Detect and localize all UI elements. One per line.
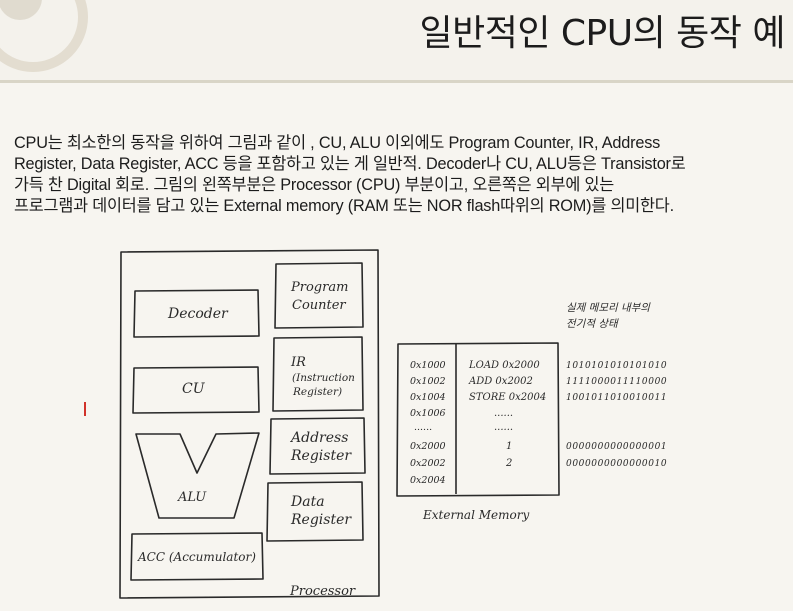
memory-address: 0x1002 — [410, 376, 446, 387]
decoder-box — [133, 289, 260, 338]
bit-row: 1001011010010011 — [566, 393, 667, 403]
actual-state-labels: 실제 메모리 내부의 전기적 상태 — [566, 302, 651, 330]
address-register-label-1: Address — [289, 430, 348, 446]
bit-row: 0000000000000001 — [566, 442, 667, 452]
memory-content: STORE 0x2004 — [469, 392, 546, 403]
memory-address: 0x2004 — [410, 475, 446, 486]
description-line: CPU는 최소한의 동작을 위하여 그림과 같이 , CU, ALU 이외에도 … — [14, 134, 661, 152]
pc-label-2: Counter — [292, 298, 346, 313]
memory-contents: LOAD 0x2000 ADD 0x2002 STORE 0x2004 ....… — [468, 360, 546, 469]
alu-shape — [135, 432, 260, 519]
nav-back-circle[interactable] — [0, 0, 88, 72]
text-cursor — [84, 402, 86, 416]
description-line: Register, Data Register, ACC 등을 포함하고 있는 … — [14, 155, 686, 173]
data-register-box — [266, 481, 364, 542]
bit-row: 1111000011110000 — [566, 377, 667, 387]
memory-address: 0x1006 — [410, 408, 446, 419]
actual-bits: 1010101010101010 1111000011110000 100101… — [566, 361, 667, 469]
slide-header: 일반적인 CPU의 동작 예 — [0, 0, 793, 83]
description-line: 프로그램과 데이터를 담고 있는 External memory (RAM 또는… — [14, 197, 674, 215]
acc-label: ACC (Accumulator) — [137, 550, 256, 564]
memory-box — [396, 342, 560, 497]
processor-box — [119, 249, 380, 599]
cu-box — [132, 366, 260, 414]
memory-content: 1 — [506, 441, 512, 452]
header-divider — [0, 80, 793, 83]
data-register-label-2: Register — [290, 512, 352, 528]
memory-content: ...... — [494, 422, 513, 433]
decoder-label: Decoder — [167, 306, 229, 322]
pc-label-1: Program — [290, 280, 348, 295]
acc-box — [130, 532, 264, 581]
description-line: 가득 찬 Digital 회로. 그림의 왼쪽부분은 Processor (CP… — [14, 176, 615, 194]
memory-address: 0x1000 — [410, 360, 446, 371]
data-register-label-1: Data — [290, 494, 325, 510]
arrow-right-icon — [0, 0, 42, 20]
processor-label: Processor — [289, 584, 356, 599]
memory-addresses: 0x1000 0x1002 0x1004 0x1006 ...... 0x200… — [410, 360, 446, 486]
alu-label: ALU — [177, 490, 207, 505]
ir-label-3: Register) — [292, 386, 342, 398]
memory-address: 0x2002 — [410, 458, 446, 469]
ir-label-2: (Instruction — [292, 372, 355, 384]
pc-box — [274, 262, 364, 329]
memory-content: 2 — [505, 458, 512, 469]
bit-row: 0000000000000010 — [566, 459, 667, 469]
slide-title: 일반적인 CPU의 동작 예 — [419, 13, 786, 54]
memory-content: ADD 0x2002 — [468, 376, 533, 387]
address-register-box — [269, 417, 366, 475]
memory-label: External Memory — [422, 508, 529, 522]
bit-row: 1010101010101010 — [566, 361, 667, 371]
ir-box — [272, 336, 364, 412]
memory-address: 0x1004 — [410, 392, 446, 403]
memory-address: ...... — [414, 422, 432, 433]
ir-label-1: IR — [290, 355, 306, 370]
memory-address: 0x2000 — [410, 441, 446, 452]
description-paragraph: CPU는 최소한의 동작을 위하여 그림과 같이 , CU, ALU 이외에도 … — [14, 133, 784, 217]
memory-content: ...... — [494, 408, 513, 419]
address-register-label-2: Register — [290, 448, 352, 464]
cu-label: CU — [182, 381, 206, 397]
actual-state-label-2: 전기적 상태 — [566, 318, 619, 330]
actual-state-label-1: 실제 메모리 내부의 — [566, 302, 651, 314]
memory-content: LOAD 0x2000 — [468, 360, 540, 371]
